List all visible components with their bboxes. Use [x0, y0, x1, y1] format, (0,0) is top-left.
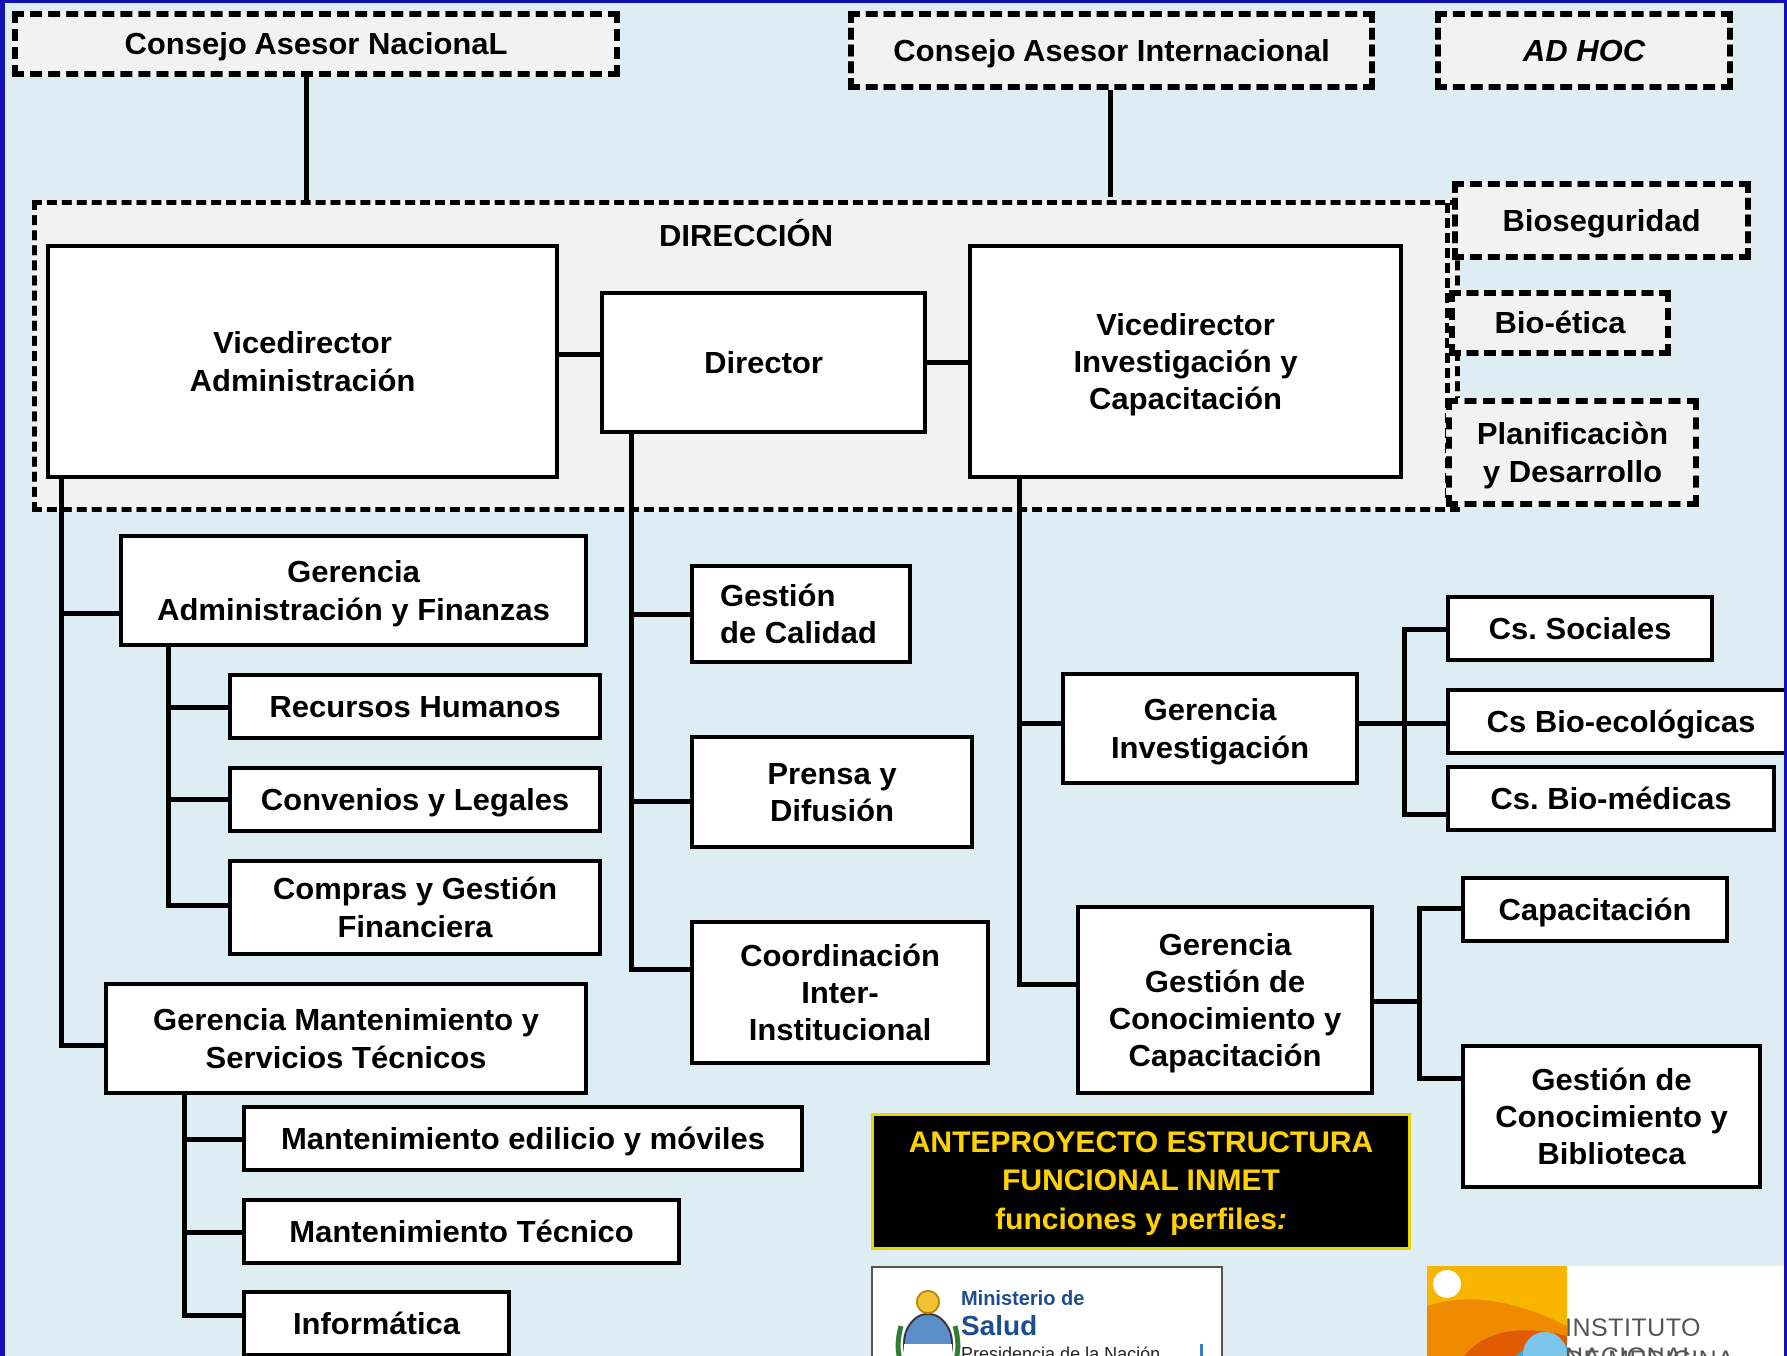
title-colon: :: [1276, 1202, 1287, 1236]
capacitacion-box: Capacitación: [1461, 876, 1729, 943]
title-line-3: funciones y perfiles:: [995, 1202, 1287, 1236]
title-line-1: ANTEPROYECTO ESTRUCTURA: [908, 1126, 1374, 1160]
consejo-asesor-internacional: Consejo Asesor Internacional: [848, 11, 1375, 90]
vicedirector-administracion-box: Vicedirector Administración: [46, 244, 559, 479]
mantenimiento-tecnico-box: Mantenimiento Técnico: [242, 1198, 681, 1265]
ministerio-line-3: Presidencia de la Nación: [961, 1344, 1161, 1356]
consejo-asesor-nacional: Consejo Asesor NacionaL: [12, 11, 620, 77]
connector-line: [166, 903, 230, 908]
escudo-icon: [895, 1290, 961, 1356]
gerencia-investigacion-box: Gerencia Investigación: [1061, 672, 1359, 785]
anteproyecto-title-box: ANTEPROYECTO ESTRUCTURA FUNCIONAL INMET …: [871, 1113, 1411, 1250]
cs-bioecologicas-box: Cs Bio-ecológicas: [1446, 688, 1784, 755]
connector-line: [1402, 721, 1450, 726]
gerencia-mantenimiento-box: Gerencia Mantenimiento y Servicios Técni…: [104, 982, 588, 1095]
director-box: Director: [600, 291, 927, 434]
direccion-label: DIRECCIÓN: [659, 218, 833, 253]
connector-line: [166, 797, 230, 802]
planificacion-box: Planificaciòn y Desarrollo: [1446, 398, 1699, 507]
connector-line: [1417, 906, 1465, 911]
inmet-logo-mark-icon: [1427, 1266, 1567, 1356]
connector-line: [1402, 812, 1450, 817]
connector-line: [166, 643, 171, 908]
cs-sociales-box: Cs. Sociales: [1446, 595, 1714, 662]
connector-line: [182, 1137, 246, 1142]
connector-line: [182, 1230, 246, 1235]
gestion-calidad-box: Gestión de Calidad: [690, 564, 912, 664]
vicedirector-investigacion-box: Vicedirector Investigación y Capacitació…: [968, 244, 1403, 479]
bioseguridad-box: Bioseguridad: [1452, 181, 1751, 260]
connector-line: [1108, 85, 1113, 197]
prensa-difusion-box: Prensa y Difusión: [690, 735, 974, 849]
coordinacion-box: Coordinación Inter- Institucional: [690, 920, 990, 1065]
connector-line: [1370, 999, 1421, 1004]
cs-biomedicas-box: Cs. Bio-médicas: [1446, 765, 1776, 832]
gerencia-administracion-box: Gerencia Administración y Finanzas: [119, 534, 588, 647]
connector-line: [629, 967, 694, 972]
connector-line: [1355, 721, 1406, 726]
connector-line: [59, 477, 64, 1047]
connector-line: [1402, 627, 1450, 632]
connector-line: [182, 1313, 246, 1318]
connector-line: [166, 705, 230, 710]
connector-line: [59, 1043, 107, 1048]
inmet-logo: INSTITUTO NACIONAL DE MEDICINA TROPICAL: [1427, 1266, 1784, 1356]
ministerio-line-2: Salud: [961, 1310, 1038, 1341]
ad-hoc-box: AD HOC: [1435, 11, 1733, 90]
connector-line: [59, 611, 121, 616]
connector-line: [1417, 906, 1422, 1080]
connector-line: [629, 431, 634, 972]
connector-line: [556, 352, 602, 357]
convenios-legales-box: Convenios y Legales: [228, 766, 602, 833]
connector-line: [1017, 982, 1080, 987]
connector-line: [629, 799, 694, 804]
inmet-line-2: DE MEDICINA TROPICAL: [1565, 1346, 1784, 1356]
ministerio-line-1: Ministerio de: [961, 1288, 1085, 1310]
bioetica-box: Bio-ética: [1449, 290, 1671, 356]
connector-line: [1445, 203, 1455, 498]
ministerio-salud-logo: Ministerio de Salud Presidencia de la Na…: [871, 1266, 1223, 1356]
recursos-humanos-box: Recursos Humanos: [228, 673, 602, 740]
compras-gestion-box: Compras y Gestión Financiera: [228, 859, 602, 956]
connector-line: [182, 1090, 187, 1318]
connector-line: [629, 612, 694, 617]
connector-line: [1417, 1076, 1465, 1081]
connector-line: [924, 360, 970, 365]
inmet-line-1: INSTITUTO NACIONAL: [1565, 1314, 1701, 1356]
connector-line: [304, 75, 309, 203]
informatica-box: Informática: [242, 1290, 511, 1356]
connector-line: [1017, 721, 1065, 726]
gestion-biblioteca-box: Gestión de Conocimiento y Biblioteca: [1461, 1044, 1762, 1189]
mantenimiento-edilicio-box: Mantenimiento edilicio y móviles: [242, 1105, 804, 1172]
title-line-2: FUNCIONAL INMET: [1002, 1164, 1280, 1198]
gerencia-gestion-conocimiento-box: Gerencia Gestión de Conocimiento y Capac…: [1076, 905, 1374, 1095]
logo-divider: [1200, 1344, 1203, 1356]
connector-line: [1017, 477, 1022, 987]
